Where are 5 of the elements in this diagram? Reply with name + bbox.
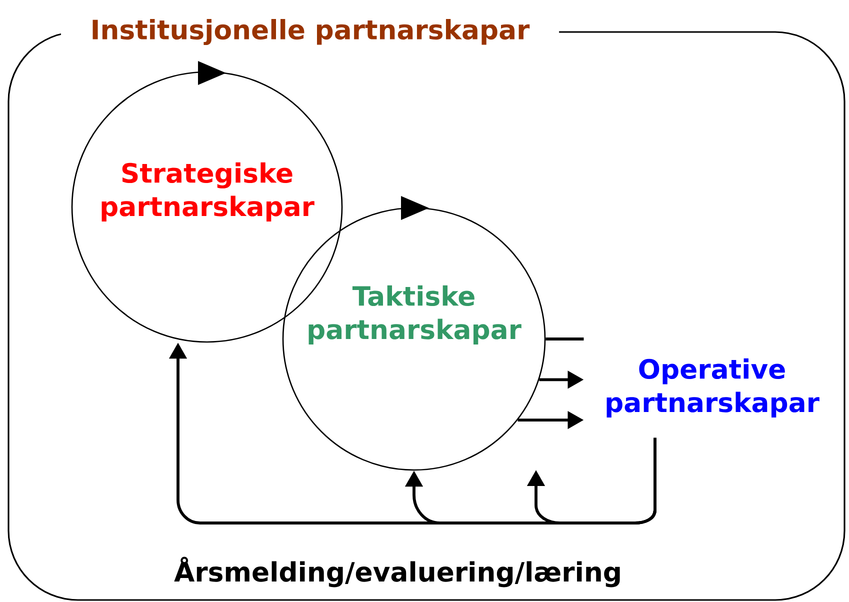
arrow bbox=[526, 438, 656, 524]
connector-line bbox=[546, 338, 584, 340]
heading: Institusjonelle partnarskapar bbox=[60, 18, 560, 46]
stage-label: Operative partnarskapar bbox=[606, 358, 820, 418]
caption-text: Årsmelding/evaluering/læring bbox=[174, 556, 620, 588]
